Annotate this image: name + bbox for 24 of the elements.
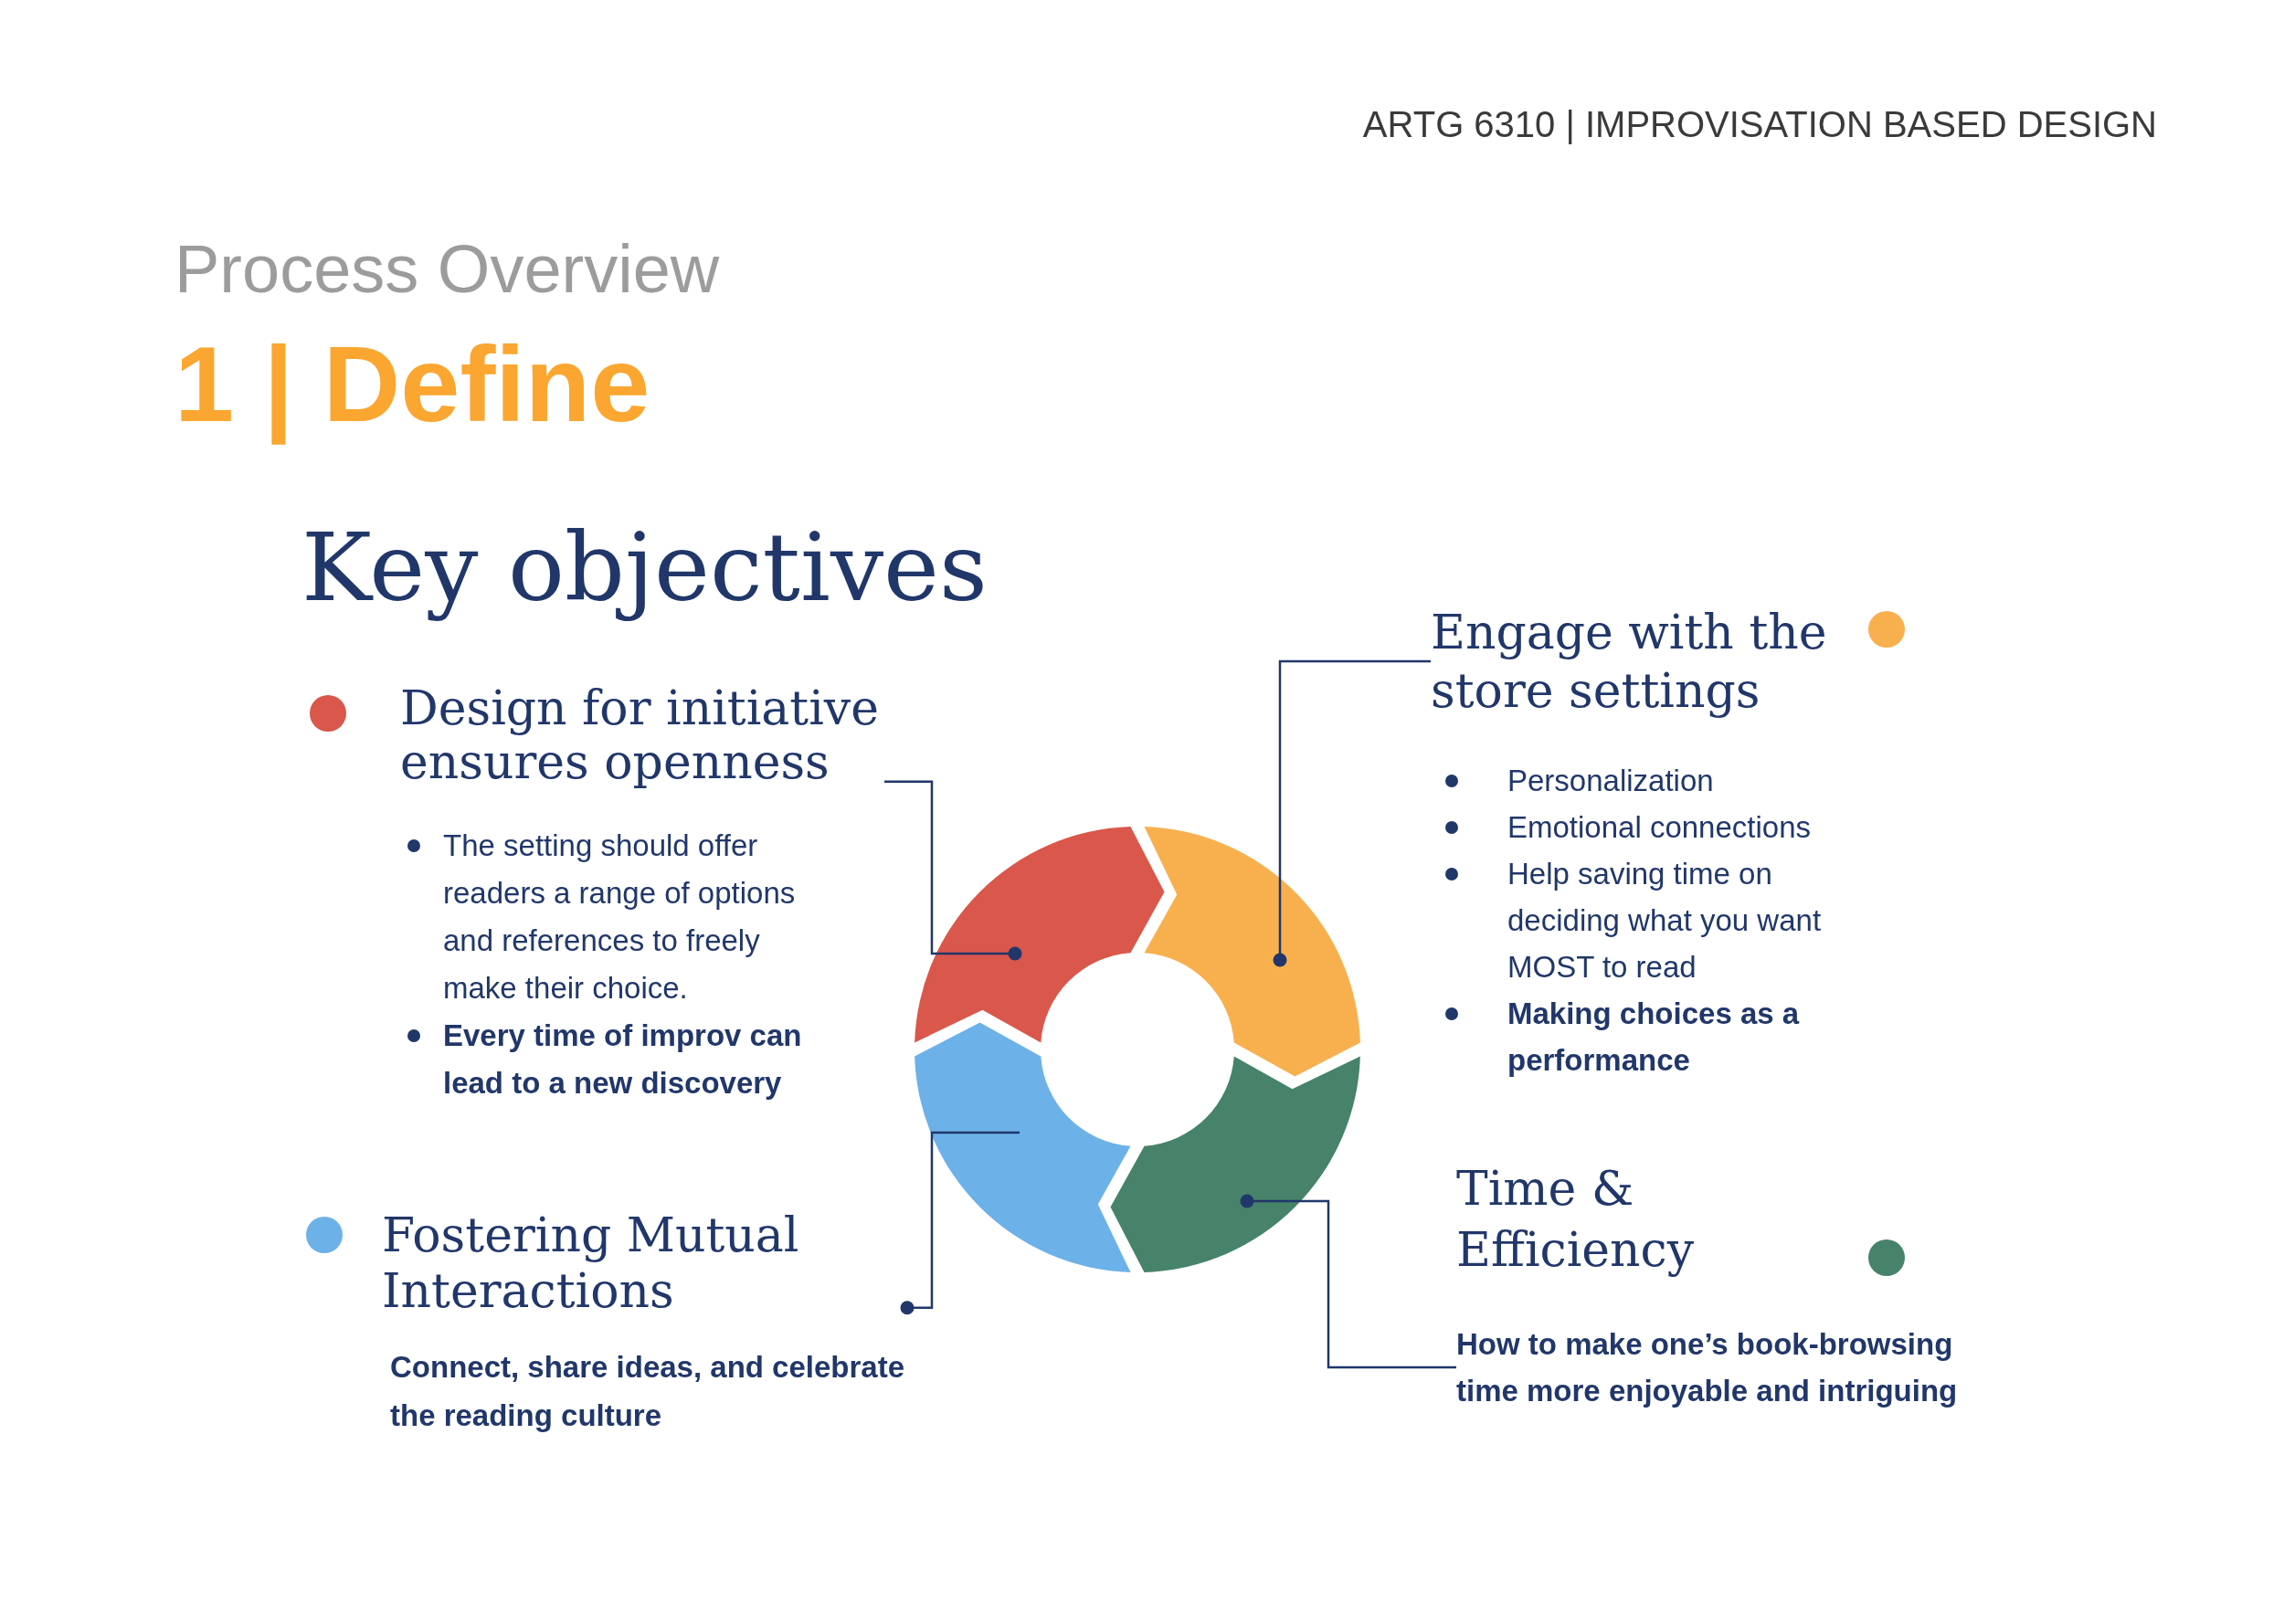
objective-heading: Fostering Mutual Interactions — [382, 1207, 800, 1319]
description-text: How to make one’s book-browsing time more enjoyable and intriguing — [1456, 1326, 1959, 1409]
cycle-arrow-segment — [915, 1022, 1131, 1272]
bullet-text: Making choices as a performance — [1507, 996, 1801, 1079]
section-subtitle: Process Overview — [174, 230, 720, 308]
leader-line — [1240, 1194, 1456, 1369]
diagram-title: Key objectives — [301, 512, 988, 622]
cycle-arrow-segment — [1144, 827, 1360, 1077]
bullet-text: The setting should offer readers a range of options and references to freely make their choice. — [443, 828, 797, 1007]
leader-line — [900, 1131, 1020, 1315]
bullet-text: Every time of improv can lead to a new discovery — [443, 1018, 803, 1102]
description-text: Connect, share ideas, and celebrate the reading culture — [390, 1349, 906, 1434]
bullet-text: Help saving time on deciding what you want MOST to read — [1507, 856, 1823, 986]
section-title: 1 | Define — [174, 323, 650, 446]
leader-line — [1273, 659, 1431, 967]
objective-heading: Engage with the store settings — [1431, 604, 1828, 720]
bullet-text: Personalization — [1507, 763, 1715, 799]
cycle-arrow-segment — [915, 827, 1165, 1043]
leader-line — [884, 780, 1022, 961]
objective-heading: Design for initiative ensures openness — [400, 681, 880, 789]
objective-heading: Time & Efficiency — [1456, 1160, 1696, 1279]
cycle-arrow-segment — [1110, 1056, 1360, 1272]
bullet-text: Emotional connections — [1507, 809, 1813, 846]
course-header-text: ARTG 6310 | IMPROVISATION BASED DESIGN — [1362, 103, 2157, 146]
